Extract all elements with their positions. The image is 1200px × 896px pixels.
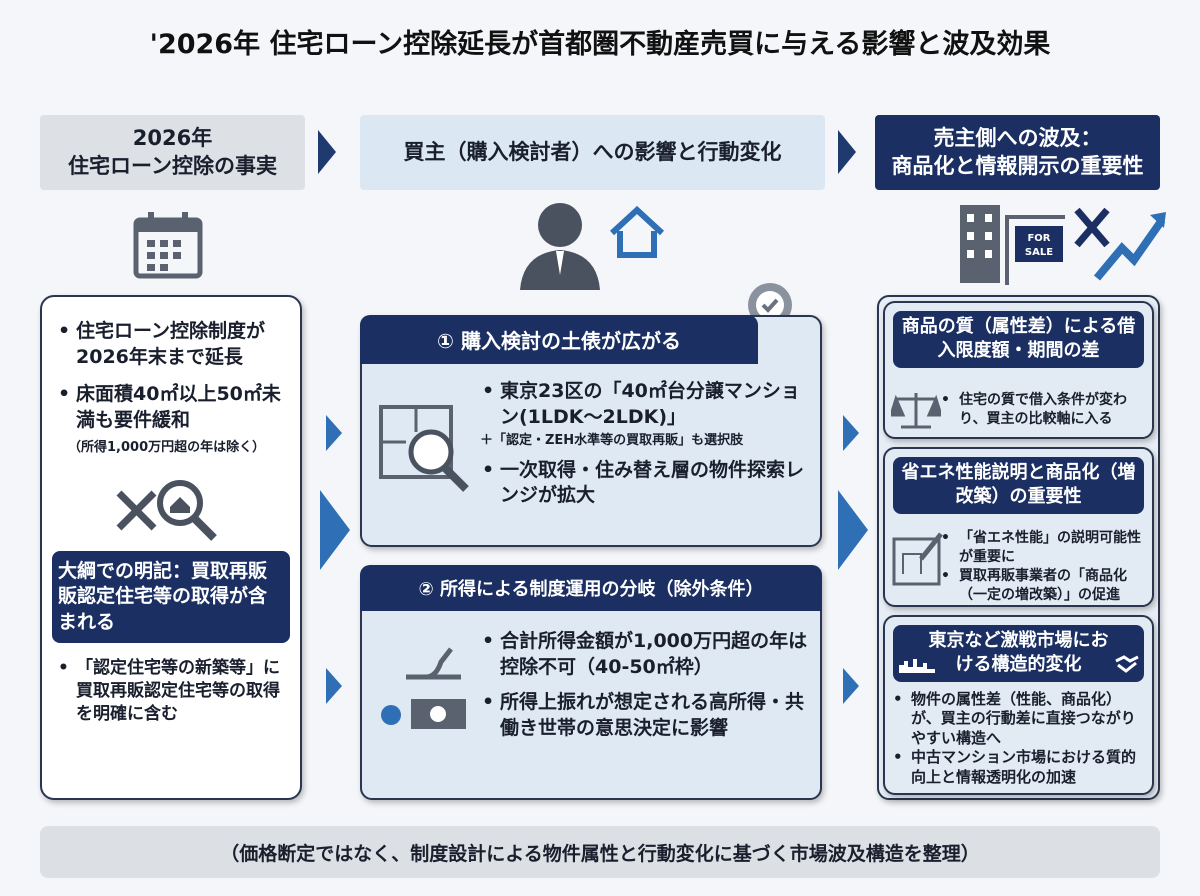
seller-bullet: 物件の属性差（性能、商品化）が、買主の行動差に直接つながりやすい構造へ bbox=[891, 690, 1146, 749]
fact-bullet: 住宅ローン控除制度が2026年末まで延長 bbox=[56, 319, 288, 370]
svg-text:FOR: FOR bbox=[1027, 233, 1050, 244]
outline-highlight: 大綱での明記：買取再販販認定住宅等の取得が含まれる bbox=[52, 550, 290, 644]
skyline-icon bbox=[899, 659, 935, 673]
svg-text:SALE: SALE bbox=[1025, 247, 1053, 258]
seller-panel: 省エネ性能説明と商品化（増改築）の重要性 「省エネ性能」の説明可能性が重要に 買… bbox=[883, 447, 1154, 607]
tools-growth-icon bbox=[1074, 207, 1166, 281]
header-left: 2026年 住宅ローン控除の事実 bbox=[40, 115, 305, 190]
header-middle: 買主（購入検討者）への影響と行動変化 bbox=[360, 115, 825, 190]
seller-column: 商品の質（属性差）による借入限度額・期間の差 住宅の質で借入条件が変わり、買主の… bbox=[877, 295, 1160, 800]
buyer-bullet: 東京23区の「40㎡台分譲マンション(1LDK〜2LDK)」 bbox=[480, 379, 812, 430]
handshake-icon bbox=[1115, 655, 1139, 673]
buyer-panel-1: ① 購入検討の土俵が広がる 東京23区の「40㎡台分譲マンション(1LDK〜2L… bbox=[360, 315, 822, 547]
panel-title: ② 所得による制度運用の分岐（除外条件） bbox=[360, 565, 822, 611]
panel-title: 商品の質（属性差）による借入限度額・期間の差 bbox=[893, 311, 1144, 368]
fact-note: （所得1,000万円超の年は除く） bbox=[68, 439, 266, 455]
fact-bullet: 床面積40㎡以上50㎡未満も要件緩和 bbox=[56, 382, 288, 433]
arrow-right-icon bbox=[326, 415, 342, 451]
buyer-bullet: 所得上振れが想定される高所得・共働き世帯の意思決定に影響 bbox=[480, 690, 812, 741]
branch-money-icon bbox=[381, 647, 466, 729]
chevron-right-icon bbox=[318, 130, 336, 174]
seller-bullet: 中古マンション市場における質的向上と情報透明化の加速 bbox=[891, 748, 1146, 787]
left-facts-card: 住宅ローン控除制度が2026年末まで延長 床面積40㎡以上50㎡未満も要件緩和 … bbox=[40, 295, 302, 800]
arrow-right-icon bbox=[320, 490, 350, 570]
header-right: 売主側への波及： 商品化と情報開示の重要性 bbox=[875, 115, 1160, 190]
chevron-right-icon bbox=[838, 130, 856, 174]
footer-summary: （価格断定ではなく、制度設計による物件属性と行動変化に基づく市場波及構造を整理） bbox=[40, 826, 1160, 878]
panel-title: ① 購入検討の土俵が広がる bbox=[360, 315, 758, 364]
calendar-icon bbox=[133, 212, 203, 279]
blueprint-pen-icon bbox=[892, 532, 943, 586]
building-for-sale-icon: FOR SALE bbox=[960, 205, 1065, 285]
tools-search-icon bbox=[116, 479, 217, 541]
house-icon bbox=[609, 205, 665, 258]
page-title: '2026年 住宅ローン控除延長が首都圏不動産売買に与える影響と波及効果 bbox=[149, 29, 1051, 60]
fact-bullet: 「認定住宅等の新築等」に買取再販認定住宅等の取得を明確に含む bbox=[56, 657, 290, 726]
arrow-right-icon bbox=[326, 668, 342, 704]
seller-bullet: 「省エネ性能」の説明可能性が重要に bbox=[939, 529, 1148, 567]
panel-title: 東京など激戦市場における構造的変化 bbox=[893, 625, 1144, 682]
buyer-note: ＋「認定・ZEH水準等の買取再販」も選択肢 bbox=[480, 433, 744, 449]
seller-bullet: 住宅の質で借入条件が変わり、買主の比較軸に入る bbox=[939, 391, 1148, 429]
arrow-right-icon bbox=[843, 668, 859, 704]
panel-title: 省エネ性能説明と商品化（増改築）の重要性 bbox=[893, 457, 1144, 514]
scale-icon bbox=[891, 393, 941, 429]
floorplan-search-icon bbox=[379, 405, 469, 492]
buyer-bullet: 一次取得・住み替え層の物件探索レンジが拡大 bbox=[480, 458, 812, 509]
seller-bullet: 買取再販事業者の「商品化（一定の増改築）」の促進 bbox=[939, 567, 1148, 605]
arrow-right-icon bbox=[843, 415, 859, 451]
buyer-panel-2: ② 所得による制度運用の分岐（除外条件） 合計所得金額が1,000万円超の年は控… bbox=[360, 565, 822, 800]
seller-panel: 東京など激戦市場における構造的変化 物件の属性差（性能、商品化）が、買主の行動差… bbox=[883, 615, 1154, 795]
buyer-bullet: 合計所得金額が1,000万円超の年は控除不可（40-50㎡枠） bbox=[480, 629, 812, 680]
seller-panel: 商品の質（属性差）による借入限度額・期間の差 住宅の質で借入条件が変わり、買主の… bbox=[883, 301, 1154, 439]
arrow-right-icon bbox=[838, 490, 868, 570]
panel-title-text: 東京など激戦市場における構造的変化 bbox=[928, 630, 1109, 676]
person-icon bbox=[520, 203, 600, 290]
